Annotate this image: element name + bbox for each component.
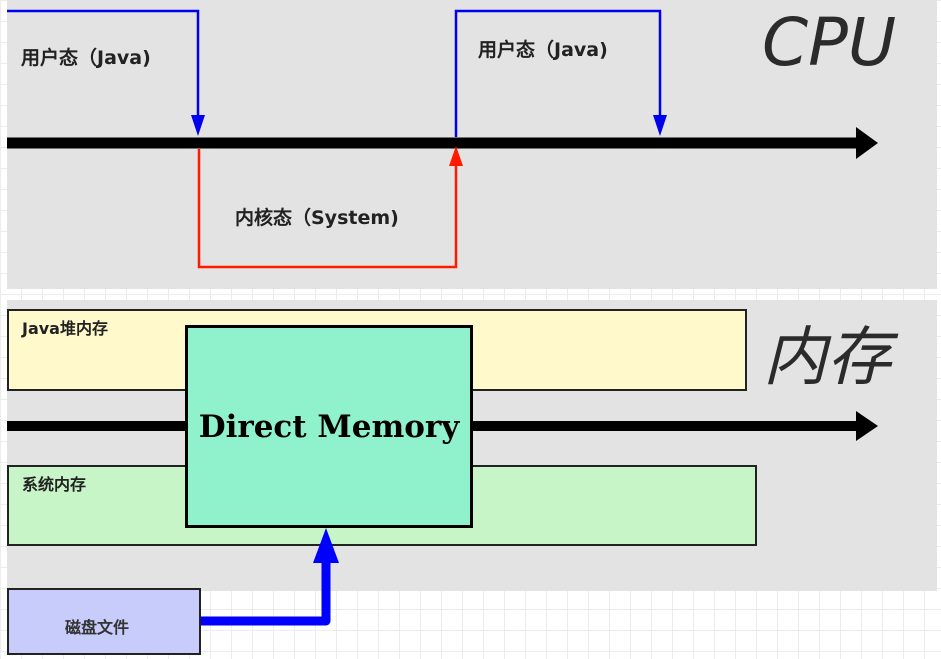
direct-memory-box: Direct Memory bbox=[185, 325, 473, 528]
up-arrow-icon bbox=[313, 528, 339, 563]
system-memory-label: 系统内存 bbox=[22, 475, 87, 494]
disk-file-box: 磁盘文件 bbox=[7, 588, 201, 655]
kernel-mode-path bbox=[197, 146, 463, 269]
down-arrow-icon bbox=[191, 115, 205, 136]
disk-to-direct-memory-arrow bbox=[201, 528, 339, 626]
user-mode-label-1: 用户态（Java) bbox=[21, 47, 151, 69]
cpu-title: CPU bbox=[762, 4, 897, 81]
user-mode-path-1 bbox=[7, 9, 205, 136]
kernel-mode-label: 内核态（System) bbox=[235, 207, 399, 229]
cpu-timeline-arrow bbox=[7, 127, 878, 159]
down-arrow-icon bbox=[653, 115, 667, 136]
up-arrow-icon bbox=[449, 146, 463, 166]
user-mode-label-2: 用户态（Java) bbox=[478, 39, 608, 61]
disk-file-label: 磁盘文件 bbox=[65, 618, 130, 637]
direct-memory-label: Direct Memory bbox=[198, 408, 460, 445]
java-heap-label: Java堆内存 bbox=[22, 319, 108, 338]
user-mode-path-2 bbox=[454, 9, 667, 137]
memory-title: 内存 bbox=[763, 321, 891, 395]
